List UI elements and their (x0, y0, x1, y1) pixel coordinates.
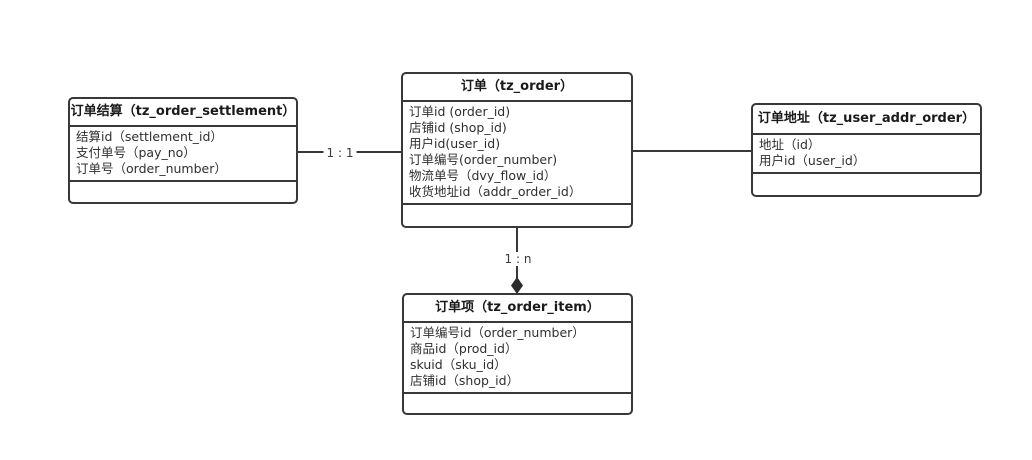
entity-fields: 地址（id） 用户id（user_id） (753, 135, 980, 174)
entity-fields: 订单编号id（order_number） 商品id（prod_id） skuid… (404, 323, 631, 394)
diamond-arrowhead-icon (511, 277, 523, 294)
entity-order-item[interactable]: 订单项（tz_order_item） 订单编号id（order_number） … (402, 293, 633, 415)
field-row: skuid（sku_id） (410, 357, 507, 372)
entity-user-addr-order[interactable]: 订单地址（tz_user_addr_order） 地址（id） 用户id（use… (751, 103, 982, 197)
field-row: 地址（id） (759, 137, 821, 152)
field-row: 支付单号（pay_no） (76, 145, 196, 160)
field-row: 用户id（user_id） (759, 153, 866, 168)
field-row: 物流单号（dvy_flow_id） (409, 168, 557, 183)
relation-label-one-to-one: 1 : 1 (323, 146, 357, 160)
entity-empty-compartment (70, 182, 296, 202)
entity-title: 订单项（tz_order_item） (404, 295, 631, 323)
entity-order-settlement[interactable]: 订单结算（tz_order_settlement） 结算id（settlemen… (68, 97, 298, 204)
entity-empty-compartment (403, 205, 631, 226)
field-row: 订单编号(order_number) (409, 152, 558, 167)
entity-title: 订单地址（tz_user_addr_order） (753, 105, 980, 135)
entity-fields: 结算id（settlement_id） 支付单号（pay_no） 订单号（ord… (70, 127, 296, 182)
field-row: 用户id(user_id) (409, 136, 501, 151)
entity-fields: 订单id (order_id) 店铺id (shop_id) 用户id(user… (403, 102, 631, 205)
field-row: 店铺id（shop_id） (410, 373, 520, 388)
relation-label-one-to-n: 1 : n (501, 252, 535, 266)
field-row: 商品id（prod_id） (410, 341, 518, 356)
field-row: 结算id（settlement_id） (76, 129, 223, 144)
field-row: 订单号（order_number） (76, 161, 227, 176)
field-row: 订单id (order_id) (409, 104, 511, 119)
field-row: 订单编号id（order_number） (410, 325, 585, 340)
field-row: 店铺id (shop_id) (409, 120, 507, 135)
entity-title: 订单结算（tz_order_settlement） (70, 99, 296, 127)
entity-order[interactable]: 订单（tz_order） 订单id (order_id) 店铺id (shop_… (401, 72, 633, 228)
entity-title: 订单（tz_order） (403, 74, 631, 102)
relation-order-addr-line[interactable] (631, 150, 752, 152)
entity-empty-compartment (404, 394, 631, 413)
field-row: 收货地址id（addr_order_id） (409, 184, 582, 199)
entity-empty-compartment (753, 174, 980, 195)
